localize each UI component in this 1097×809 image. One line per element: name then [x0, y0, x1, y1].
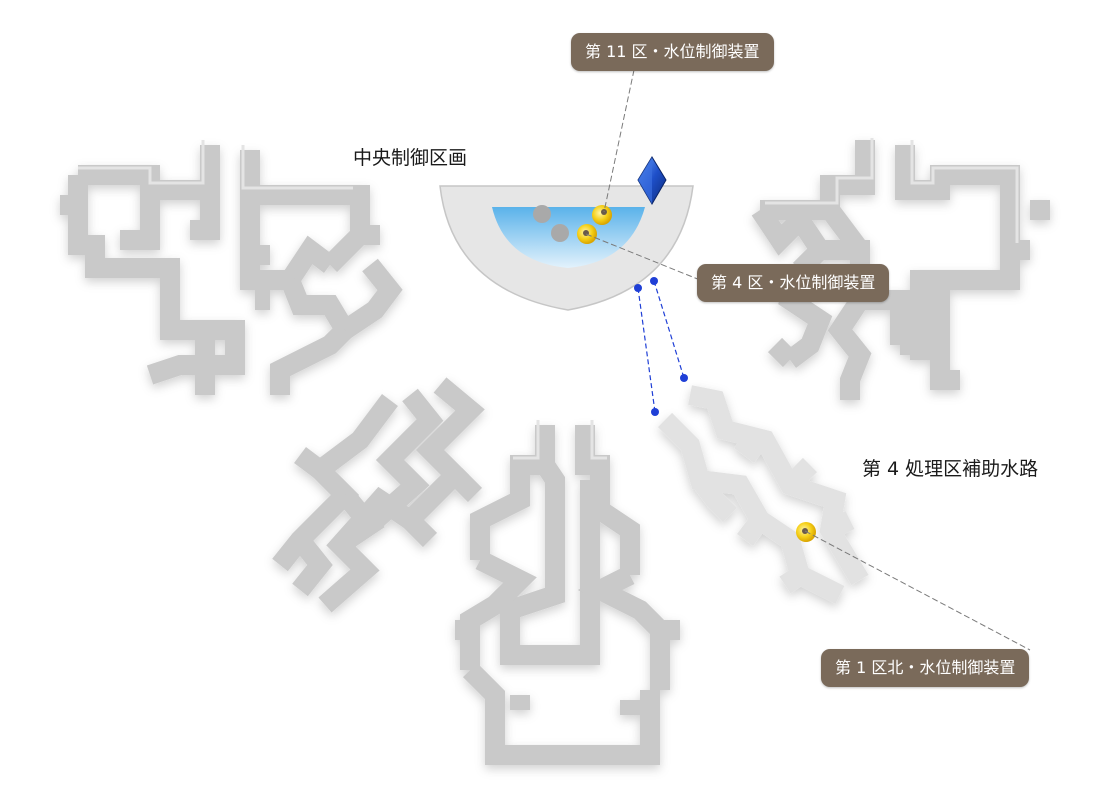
- connector-node: [680, 374, 688, 382]
- area-label-district4-aux: 第 4 処理区補助水路: [862, 458, 1039, 480]
- callout-district1-north[interactable]: 第 1 区北・水位制御装置: [821, 649, 1030, 687]
- callout-district4[interactable]: 第 4 区・水位制御装置: [697, 264, 890, 302]
- device-inactive-2: [551, 224, 569, 242]
- valve-icon-district11[interactable]: [592, 205, 612, 225]
- district-west: [60, 145, 403, 395]
- connector-node: [634, 284, 642, 292]
- central-basin: [439, 185, 694, 311]
- device-inactive-1: [533, 205, 551, 223]
- connector-lines: [634, 277, 688, 416]
- connector-node: [650, 277, 658, 285]
- district4-aux-channel: [657, 385, 869, 604]
- district-east: [751, 140, 1050, 400]
- district-south-highlights: [513, 420, 607, 460]
- area-label-central: 中央制御区画: [353, 147, 468, 169]
- district-south: [455, 425, 680, 765]
- crystal-marker-icon[interactable]: [637, 156, 667, 205]
- district-west-highlights: [78, 140, 353, 190]
- connector-node: [651, 408, 659, 416]
- callout-district11[interactable]: 第 11 区・水位制御装置: [571, 33, 774, 71]
- leader-lines: [585, 69, 1031, 651]
- district-southwest: [272, 377, 485, 613]
- district-east-highlights: [765, 138, 1019, 243]
